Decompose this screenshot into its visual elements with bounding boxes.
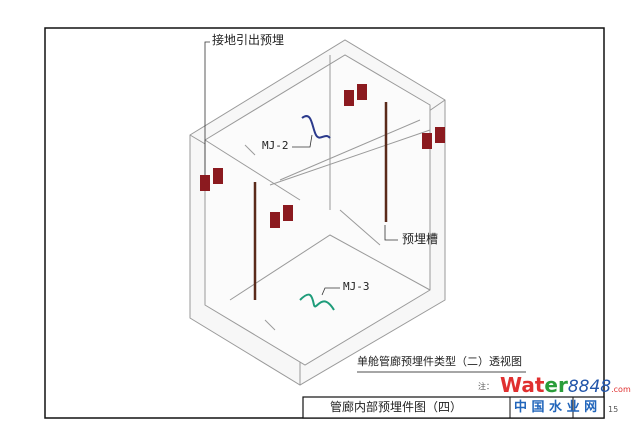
gallery-box: [189, 39, 446, 386]
watermark-logo: Water8848.com: [500, 373, 631, 397]
mj2-label: MJ-2: [262, 139, 289, 152]
note-label: 注：: [478, 382, 494, 391]
mj3-label: MJ-3: [343, 280, 370, 293]
mj3-leader: [321, 287, 340, 296]
mj2-leader: [292, 134, 313, 148]
groove-label: 预埋槽: [402, 232, 439, 246]
embedded-rails: [253, 102, 388, 300]
title-block: [302, 396, 605, 419]
mj3-anchor-icon: [299, 293, 335, 311]
title-block-title: 管廊内部预埋件图（四）: [330, 400, 463, 414]
drawing-caption: 单舱管廊预埋件类型（二）透视图: [357, 355, 522, 368]
sheet-number: 15: [608, 405, 619, 414]
grounding-label: 接地引出预埋: [212, 33, 285, 47]
groove-leader: [384, 225, 398, 241]
watermark-chinese: 中 国 水 业 网: [514, 400, 598, 415]
embedded-plates: [200, 84, 445, 228]
grounding-leader: [204, 41, 210, 180]
mj2-anchor-icon: [301, 115, 331, 139]
